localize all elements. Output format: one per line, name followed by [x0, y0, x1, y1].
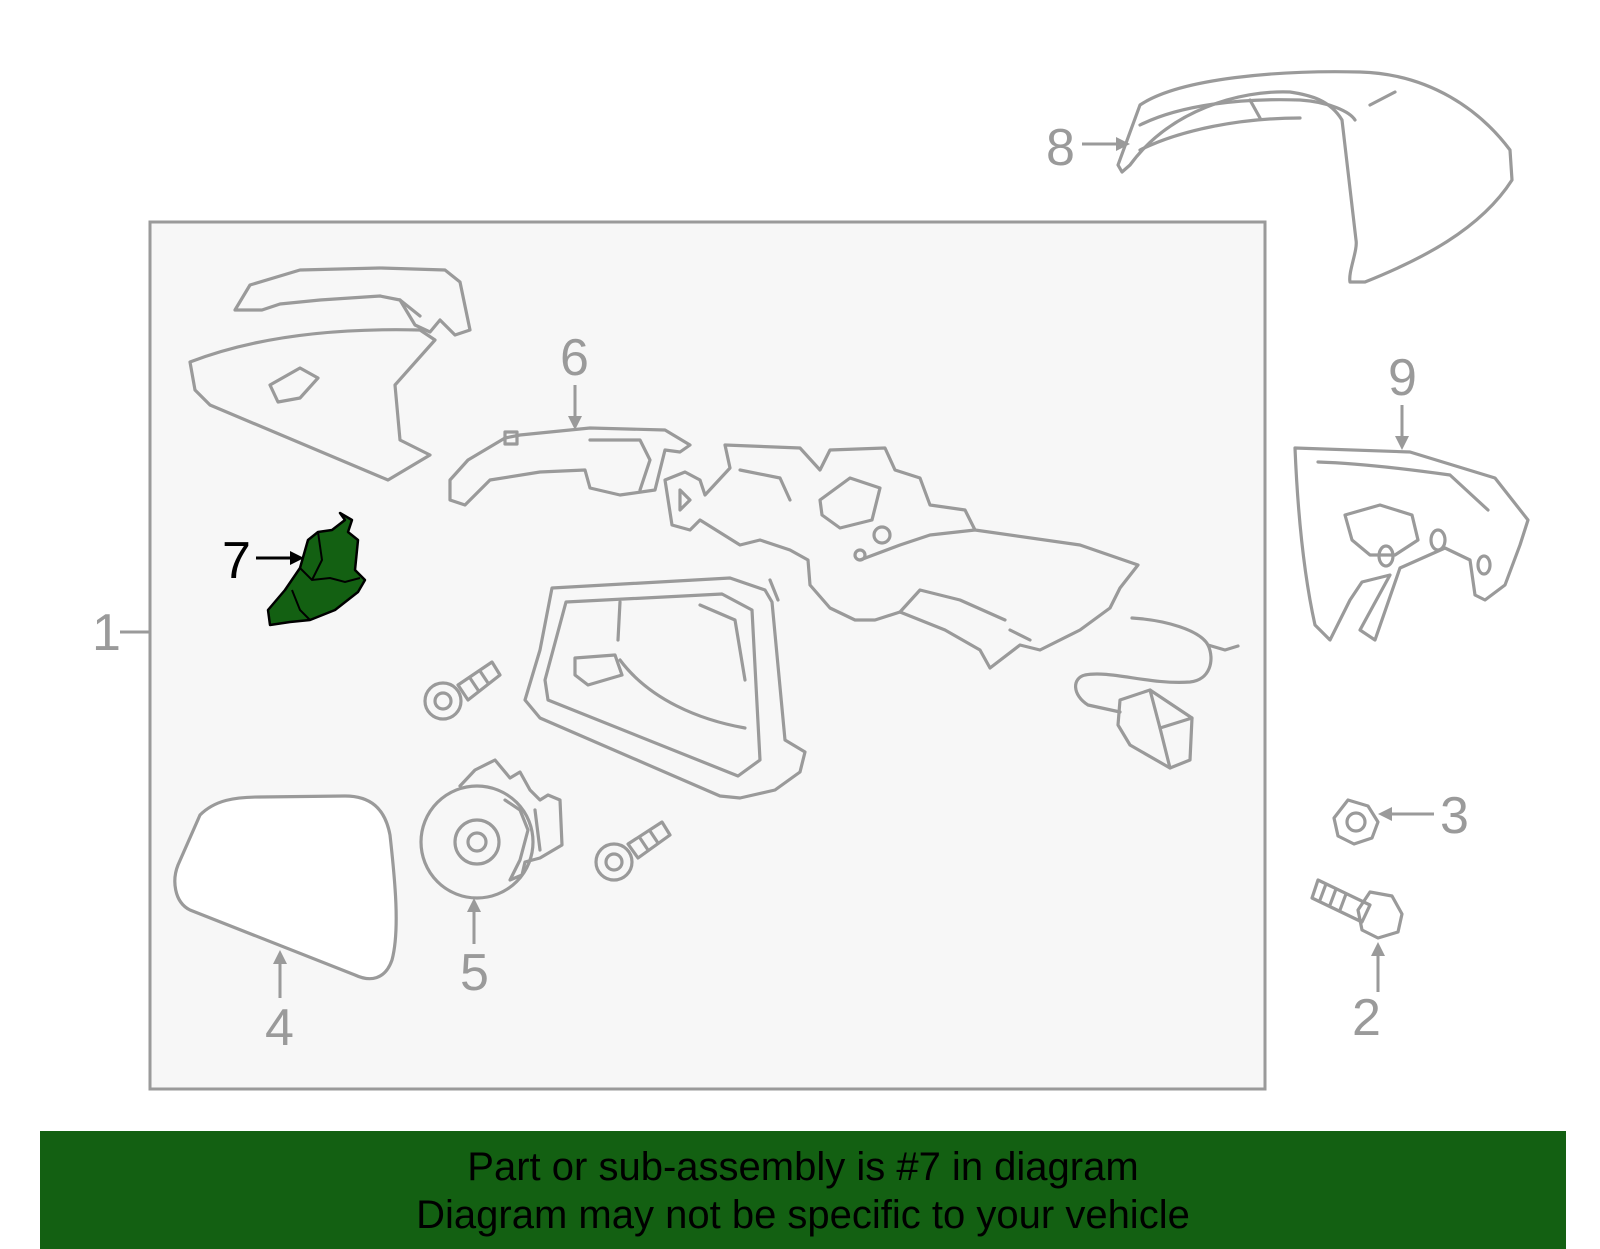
- callout-7: 7: [222, 532, 304, 590]
- mirror-base-assembly: [663, 443, 1140, 670]
- callout-4: 4: [265, 950, 294, 1057]
- callout-6-label: 6: [560, 329, 589, 387]
- part-5-mirror-motor: [419, 758, 564, 900]
- callout-3-label: 3: [1440, 787, 1469, 845]
- callout-9-label: 9: [1388, 349, 1417, 407]
- upper-housing-part: [188, 266, 472, 482]
- part-8-mirror-cover: [1116, 70, 1514, 284]
- screw-lower: [594, 820, 672, 882]
- callout-2: 2: [1352, 942, 1385, 1047]
- callout-5-label: 5: [460, 944, 489, 1002]
- banner-line-2: Diagram may not be specific to your vehi…: [416, 1193, 1190, 1237]
- callout-1-label: 1: [92, 604, 121, 662]
- callout-2-label: 2: [1352, 989, 1381, 1047]
- part-6-turn-signal: [448, 426, 692, 507]
- callout-5: 5: [460, 898, 489, 1002]
- banner-line-1: Part or sub-assembly is #7 in diagram: [467, 1145, 1139, 1189]
- info-banner: Part or sub-assembly is #7 in diagram Di…: [40, 1131, 1566, 1249]
- part-4-mirror-glass: [173, 794, 398, 981]
- callout-1: 1: [92, 604, 150, 662]
- callout-4-label: 4: [265, 999, 294, 1057]
- part-9-mirror-housing: [1293, 446, 1530, 642]
- mirror-frame: [523, 576, 807, 800]
- callout-8-label: 8: [1046, 119, 1075, 177]
- callout-6: 6: [560, 329, 589, 430]
- part-7-highlighted: [266, 511, 367, 627]
- part-3-nut: [1332, 798, 1380, 846]
- callout-9: 9: [1388, 349, 1417, 450]
- callout-3: 3: [1378, 787, 1469, 845]
- part-2-bolt: [1310, 878, 1404, 940]
- callout-7-label: 7: [222, 532, 251, 590]
- wiring-harness: [1074, 616, 1240, 770]
- screw-upper: [423, 660, 502, 721]
- callout-8: 8: [1046, 119, 1130, 177]
